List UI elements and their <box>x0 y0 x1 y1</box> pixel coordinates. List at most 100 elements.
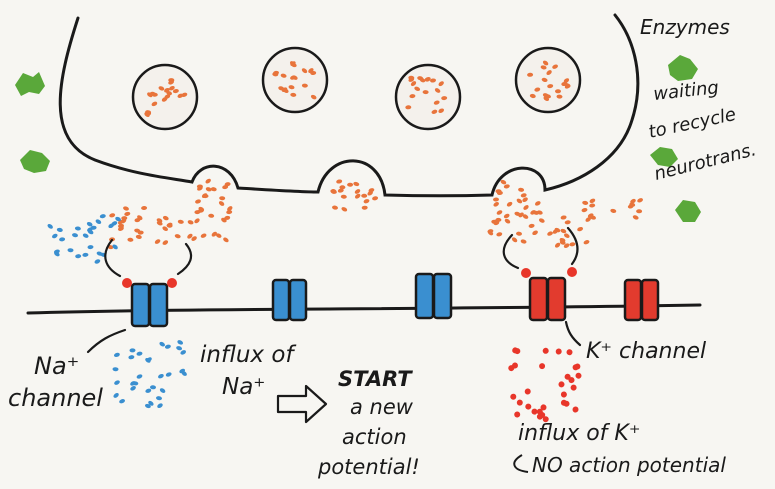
vesicle <box>396 65 460 129</box>
sodium-ion-dot <box>94 258 101 264</box>
neurotransmitter-dot <box>503 184 510 189</box>
sodium-ion-dot <box>113 352 120 358</box>
sodium-ion-dot <box>150 385 156 389</box>
neurotransmitter-dot <box>353 181 360 187</box>
sodium-ion-dot <box>177 339 184 345</box>
neurotransmitter-dot <box>218 200 225 207</box>
neurotransmitter-dot <box>162 215 169 221</box>
sodium-ion-dot <box>113 379 120 385</box>
start-label-line2: a new <box>350 395 414 419</box>
neurotransmitter-dot <box>520 239 527 245</box>
neurotransmitter-dot <box>496 209 503 215</box>
potassium-ion-dot <box>571 405 579 413</box>
neurotransmitter-dot <box>372 196 379 201</box>
neurotransmitter-dot <box>124 211 131 216</box>
potassium-ion-dot <box>555 347 563 355</box>
neurotransmitter-dot <box>496 232 503 237</box>
potassium-ion-dot <box>509 393 517 401</box>
enzymes-label: Enzymes <box>640 15 730 39</box>
neurotransmitter-dot <box>511 236 518 243</box>
neurotransmitter-dot <box>141 206 147 210</box>
potassium-ion-dot <box>516 399 523 406</box>
neurotransmitter-dot <box>516 231 522 236</box>
potassium-ion-dot <box>531 408 539 416</box>
na-channel-label-line2: channel <box>8 384 103 412</box>
potassium-ion-dot <box>523 387 531 395</box>
neurotransmitter-dot <box>347 183 353 187</box>
neurotransmitter-dot <box>522 204 529 211</box>
neurotransmitter-dot <box>177 219 184 224</box>
neurotransmitter-dot <box>503 213 510 219</box>
hollow-right-arrow-icon <box>278 386 326 422</box>
sodium-ion-dot <box>156 402 163 409</box>
neurotransmitter-dot <box>135 234 142 239</box>
neurotransmitter-dot <box>506 201 513 208</box>
neurotransmitter-dot <box>493 201 500 208</box>
neurotransmitter-dot <box>336 179 343 184</box>
neurotransmitter-dot <box>174 233 181 238</box>
influx-na-label-line2: Na⁺ <box>222 374 265 400</box>
sodium-ion-dot <box>112 367 118 371</box>
neurotransmitter-dot <box>563 232 570 238</box>
neurotransmitter-dot <box>210 187 217 192</box>
enzyme-blob <box>20 150 50 173</box>
neurotransmitter-dot <box>581 207 588 212</box>
potassium-ion-dot <box>542 347 549 354</box>
k-channel <box>625 280 658 320</box>
neurotransmitter-dot <box>564 220 571 225</box>
sodium-ion-dot <box>67 248 73 252</box>
neurotransmitter-dot <box>121 216 127 220</box>
sodium-ion-dot <box>145 388 152 394</box>
sodium-ion-dot <box>56 227 63 232</box>
sodium-ion-dot <box>165 372 172 378</box>
sodium-ion-dot <box>159 341 166 348</box>
waiting-label-line1: waiting <box>652 77 719 105</box>
neurotransmitter-dot <box>208 214 214 219</box>
neurotransmitter-dot <box>193 217 200 224</box>
neurotransmitter-dot <box>547 231 554 237</box>
sodium-ion-dot <box>47 223 54 230</box>
na-channel <box>416 274 451 318</box>
k-channel-label: K⁺ channel <box>586 339 706 364</box>
sodium-ion-dot <box>176 345 183 351</box>
na-channel <box>273 280 306 320</box>
neurotransmitter-dot <box>222 237 229 244</box>
sodium-ion-dot <box>51 233 58 240</box>
sodium-ion-dot <box>129 385 136 392</box>
no-action-hook-arrow <box>514 455 528 472</box>
neurotransmitter-dot <box>205 178 212 185</box>
neurotransmitter-dot <box>538 218 545 224</box>
neurotransmitter-dot <box>555 89 561 93</box>
neurotransmitter-dot <box>154 238 161 245</box>
enzyme-blob <box>15 72 45 96</box>
neurotransmitter-dot <box>219 196 225 200</box>
neurotransmitter-dot <box>195 199 202 205</box>
neurotransmitter-dot <box>589 203 595 208</box>
waiting-label-line2: to recycle <box>647 104 738 143</box>
neurotransmitter-dot <box>632 214 639 220</box>
vesicle <box>263 48 327 112</box>
neurotransmitter-dot <box>341 206 348 212</box>
neurotransmitter-dot <box>516 198 523 205</box>
neurotransmitter-dot <box>504 218 511 225</box>
potassium-ion-dot <box>557 380 565 388</box>
neurotransmitter-dot <box>636 209 642 213</box>
neurotransmitter-dot <box>187 219 194 225</box>
potassium-ion-dot <box>513 410 521 418</box>
neurotransmitter-dot <box>637 197 644 203</box>
sodium-ion-dot <box>129 348 135 352</box>
potassium-ion-dot <box>560 391 568 399</box>
postsynaptic-membrane <box>28 305 700 313</box>
neurotransmitter-dot <box>341 194 347 199</box>
sodium-ion-dot <box>72 233 79 238</box>
neurotransmitter-dot <box>362 205 368 209</box>
neurotransmitter-dot <box>582 200 589 205</box>
influx-na-label-line1: influx of <box>200 342 296 368</box>
potassium-ion-dot <box>575 372 583 380</box>
sodium-ion-dot <box>136 351 143 356</box>
potassium-ion-dot <box>538 362 546 370</box>
na-channel-active <box>122 278 177 326</box>
sodium-ion-dot <box>119 398 126 404</box>
neurotransmitter-dot <box>493 197 499 201</box>
potassium-ion-dot <box>570 384 578 392</box>
